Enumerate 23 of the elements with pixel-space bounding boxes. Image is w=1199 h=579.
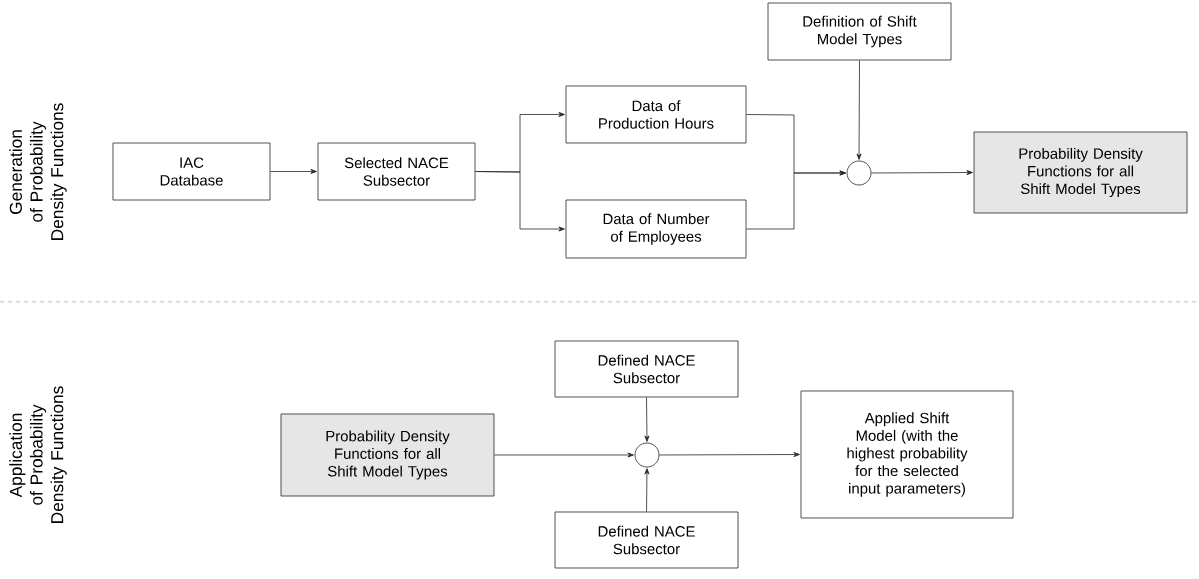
section-label: Application of Probability Density Functions xyxy=(9,386,67,523)
arrow xyxy=(659,452,800,457)
arrow xyxy=(644,468,650,512)
process-box: Applied Shift Model (with the highest probability for the selected input parameters) xyxy=(800,390,1014,519)
process-box: Selected NACE Subsector xyxy=(317,142,476,201)
process-box: Defined NACE Subsector xyxy=(554,511,739,569)
junction-circle xyxy=(634,442,660,468)
process-box: Data of Production Hours xyxy=(565,85,747,144)
arrow xyxy=(856,60,862,160)
arrow xyxy=(494,452,634,458)
process-box: Probability Density Functions for all Shift Model Types xyxy=(973,131,1188,214)
process-box: Data of Number of Employees xyxy=(565,199,747,259)
arrow xyxy=(644,397,650,442)
arrow xyxy=(270,169,317,174)
process-box: IAC Database xyxy=(112,142,271,201)
arrow xyxy=(475,171,565,232)
process-box: Probability Density Functions for all Shift Model Types xyxy=(280,413,495,497)
section-label: Generation of Probability Density Functions xyxy=(9,103,67,240)
arrow xyxy=(871,170,973,176)
junction-circle xyxy=(846,160,872,186)
process-box: Defined NACE Subsector xyxy=(554,340,739,398)
process-box: Definition of Shift Model Types xyxy=(767,2,952,61)
arrow xyxy=(746,170,846,230)
